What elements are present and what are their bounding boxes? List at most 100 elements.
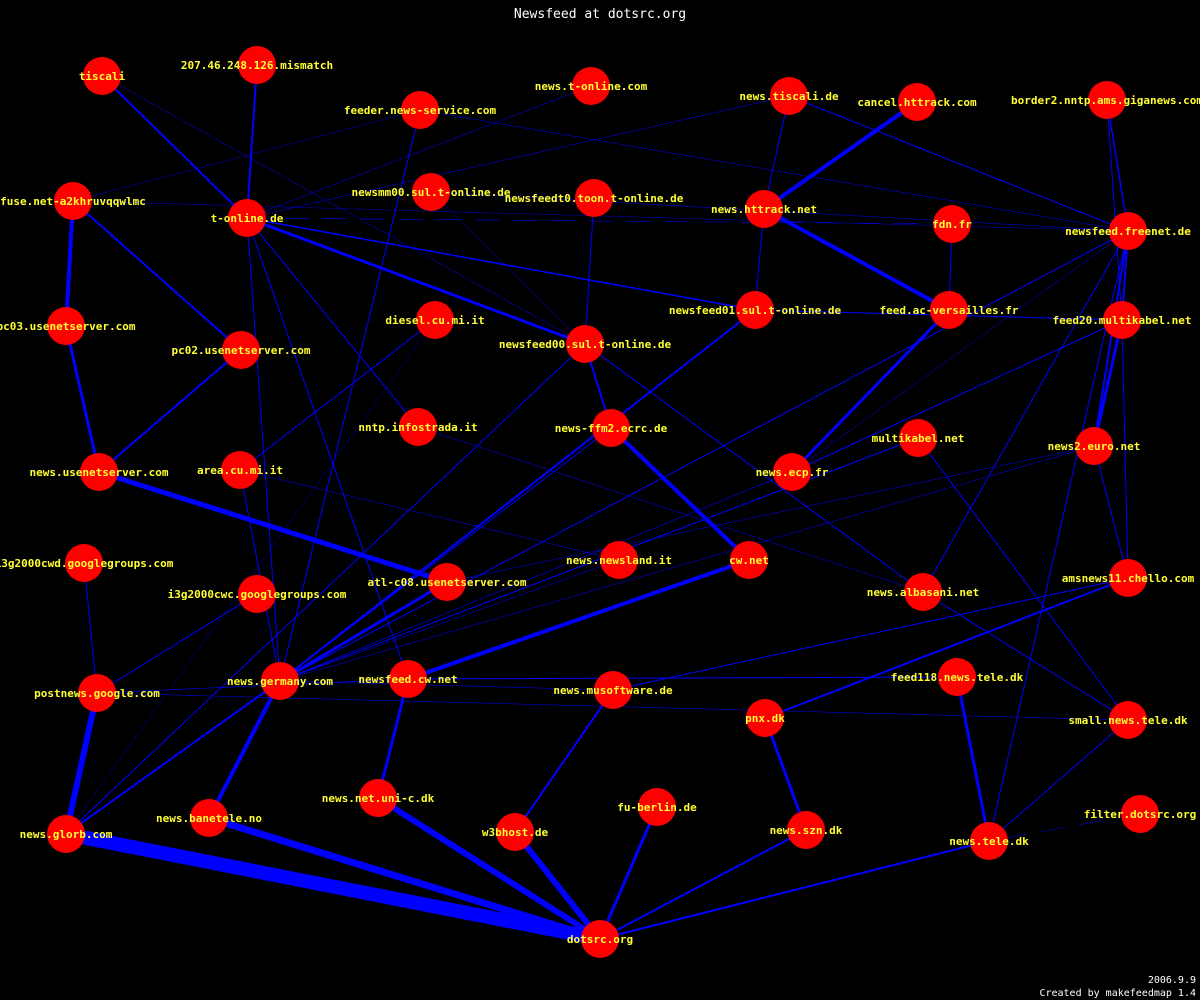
node-newsfeed_cw: newsfeed.cw.net <box>358 660 458 698</box>
node-circle <box>1088 81 1126 119</box>
node-feed20: feed20.multikabel.net <box>1052 301 1192 339</box>
node-circle <box>575 179 613 217</box>
node-circle <box>54 182 92 220</box>
edge-tiscali-t_online_de <box>101 75 248 219</box>
node-news_albasani: news.albasani.net <box>867 573 980 611</box>
edge-feed20-news_ecp <box>791 319 1123 473</box>
edge-news_httrack-feed_ac_versailles <box>763 207 950 312</box>
node-cw_net: cw.net <box>729 541 769 579</box>
node-circle <box>261 662 299 700</box>
node-amsnews11: amsnews11.chello.com <box>1062 559 1195 597</box>
node-label: 207.46.248.126.mismatch <box>181 59 333 72</box>
node-w3bhost: w3bhost.de <box>482 813 548 851</box>
node-label: newsfeedt0.toon.t-online.de <box>505 192 684 205</box>
node-circle <box>428 563 466 601</box>
edge-news2_euro-news_germany <box>279 445 1095 682</box>
node-news_germany: news.germany.com <box>227 662 333 700</box>
node-label: fuse.net-a2khruvqqwlmc <box>0 195 146 208</box>
node-pc02: pc02.usenetserver.com <box>171 331 311 369</box>
node-label: atl-c08.usenetserver.com <box>368 576 527 589</box>
edge-news_tiscali_de-newsfeed_freenet <box>788 95 1129 232</box>
node-postnews_google: postnews.google.com <box>34 674 160 712</box>
node-circle <box>78 674 116 712</box>
edge-newsfeed_freenet-news_ecp <box>791 230 1129 473</box>
node-label: news.tiscali.de <box>739 90 839 103</box>
edge-border2-feed20 <box>1106 99 1123 321</box>
node-label: news.albasani.net <box>867 586 980 599</box>
edge-news_tele-dotsrc <box>599 840 990 940</box>
edge-news_banetele-dotsrc <box>207 814 602 943</box>
edge-cancel_httrack-news_httrack <box>762 100 919 211</box>
node-label: border2.nntp.ams.giganews.com <box>1011 94 1200 107</box>
node-circle <box>389 660 427 698</box>
node-label: news.net.uni-c.dk <box>322 792 435 805</box>
node-label: news2.euro.net <box>1048 440 1141 453</box>
node-feed_ac_versailles: feed.ac-versailles.fr <box>879 291 1019 329</box>
node-label: news.szn.dk <box>770 824 843 837</box>
node-label: multikabel.net <box>872 432 965 445</box>
node-circle <box>359 779 397 817</box>
node-fdn: fdn.fr <box>932 205 972 243</box>
node-circle <box>1109 559 1147 597</box>
node-circle <box>746 699 784 737</box>
edge-newsfeed_cw-cw_net <box>407 558 750 681</box>
node-label: fu-berlin.de <box>617 801 697 814</box>
node-fuse_net: fuse.net-a2khruvqqwlmc <box>0 182 146 220</box>
node-label: filter.dotsrc.org <box>1084 808 1197 821</box>
node-label: news.tele.dk <box>949 835 1029 848</box>
graph-title: Newsfeed at dotsrc.org <box>514 7 686 22</box>
node-border2: border2.nntp.ams.giganews.com <box>1011 81 1200 119</box>
edge-news_germany-news_glorb <box>65 680 281 835</box>
footer-date: 2006.9.9 <box>1148 975 1196 986</box>
node-circle <box>412 173 450 211</box>
node-circle <box>238 46 276 84</box>
node-label: small.news.tele.dk <box>1068 714 1188 727</box>
node-label: news.germany.com <box>227 675 333 688</box>
node-news_usenetserver: news.usenetserver.com <box>29 453 169 491</box>
edge-i3g2000cwd-postnews_google <box>83 562 98 694</box>
node-small_news_tele: small.news.tele.dk <box>1068 701 1188 739</box>
edge-feed_ac_versailles-news_ecp <box>790 308 951 474</box>
node-label: newsfeed00.sul.t-online.de <box>499 338 672 351</box>
node-circle <box>970 822 1008 860</box>
node-label: news.httrack.net <box>711 203 817 216</box>
edge-news_szn-dotsrc <box>599 829 807 940</box>
node-news_httrack: news.httrack.net <box>711 190 817 228</box>
node-circle <box>399 408 437 446</box>
edge-news_net_uni_c-dotsrc <box>376 795 602 942</box>
node-tiscali: tiscali <box>79 57 126 95</box>
edge-border2-newsfeed_freenet <box>1106 99 1129 232</box>
edge-news_newsland-news_germany <box>279 559 620 682</box>
edge-news_ecp-news_germany <box>279 471 793 682</box>
node-circle <box>496 813 534 851</box>
node-circle <box>47 307 85 345</box>
node-label: pc03.usenetserver.com <box>0 320 136 333</box>
edge-newsfeed00-news_albasani <box>584 343 924 593</box>
edge-t_online_de-t_online_com <box>246 85 592 219</box>
node-circle <box>416 301 454 339</box>
edge-feed118-news_tele <box>955 676 991 842</box>
node-newsfeed00: newsfeed00.sul.t-online.de <box>499 325 672 363</box>
node-circle <box>933 205 971 243</box>
node-circle <box>190 799 228 837</box>
node-label: feed20.multikabel.net <box>1052 314 1191 327</box>
node-label: feed.ac-versailles.fr <box>879 304 1018 317</box>
node-circle <box>83 57 121 95</box>
edge-t_online_de-news_germany <box>246 217 281 682</box>
edge-pnx-news_szn <box>763 717 808 831</box>
edge-amsnews11-news2_euro <box>1093 445 1129 579</box>
edge-nntp_infostrada-news_albasani <box>417 426 924 593</box>
node-circle <box>773 453 811 491</box>
node-label: news.ecp.fr <box>756 466 829 479</box>
edge-newsfeed_cw-news_net_uni_c <box>376 678 410 799</box>
node-circle <box>65 544 103 582</box>
node-circle <box>238 575 276 613</box>
node-news_tele: news.tele.dk <box>949 822 1029 860</box>
node-label: i3g2000cwd.googlegroups.com <box>0 557 174 570</box>
edge-feeder_news_service-newsfeed_freenet <box>419 109 1129 232</box>
node-circle <box>47 815 85 853</box>
node-label: fdn.fr <box>932 218 972 231</box>
node-label: cancel.httrack.com <box>857 96 977 109</box>
edge-multikabel-small_news_tele <box>917 437 1129 721</box>
edge-news_albasani-small_news_tele <box>922 591 1129 721</box>
